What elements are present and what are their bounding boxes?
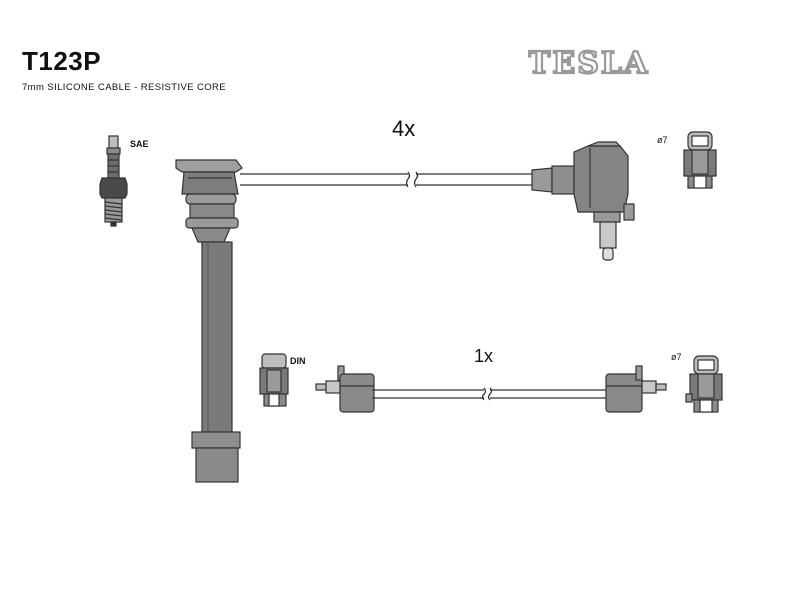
upper-ignition-cable [240, 171, 540, 188]
distributor-terminal-icon [685, 355, 723, 413]
distributor-terminal-label: ø7 [671, 352, 682, 362]
quantity-label-lower: 1x [474, 346, 494, 366]
sae-terminal-label: SAE [130, 139, 149, 149]
coil-terminal-icon [683, 131, 717, 189]
subtitle: 7mm SILICONE CABLE - RESISTIVE CORE [22, 82, 227, 93]
spark-plug-icon [99, 135, 128, 227]
din-terminal-icon [259, 353, 289, 407]
brand-logo-text: TESLA [528, 46, 649, 78]
lower-lead-right-connector [605, 365, 667, 413]
lower-lead-left-connector [315, 365, 375, 413]
part-code: T123P [22, 46, 102, 76]
coil-terminal-label: ø7 [657, 135, 668, 145]
quantity-label-upper: 4x [392, 116, 416, 141]
din-terminal-label: DIN [290, 356, 306, 366]
coil-connector [531, 141, 635, 261]
brand-logo: TESLA [528, 45, 649, 78]
spark-plug-boot [175, 159, 243, 483]
lower-ignition-cable [372, 387, 612, 401]
